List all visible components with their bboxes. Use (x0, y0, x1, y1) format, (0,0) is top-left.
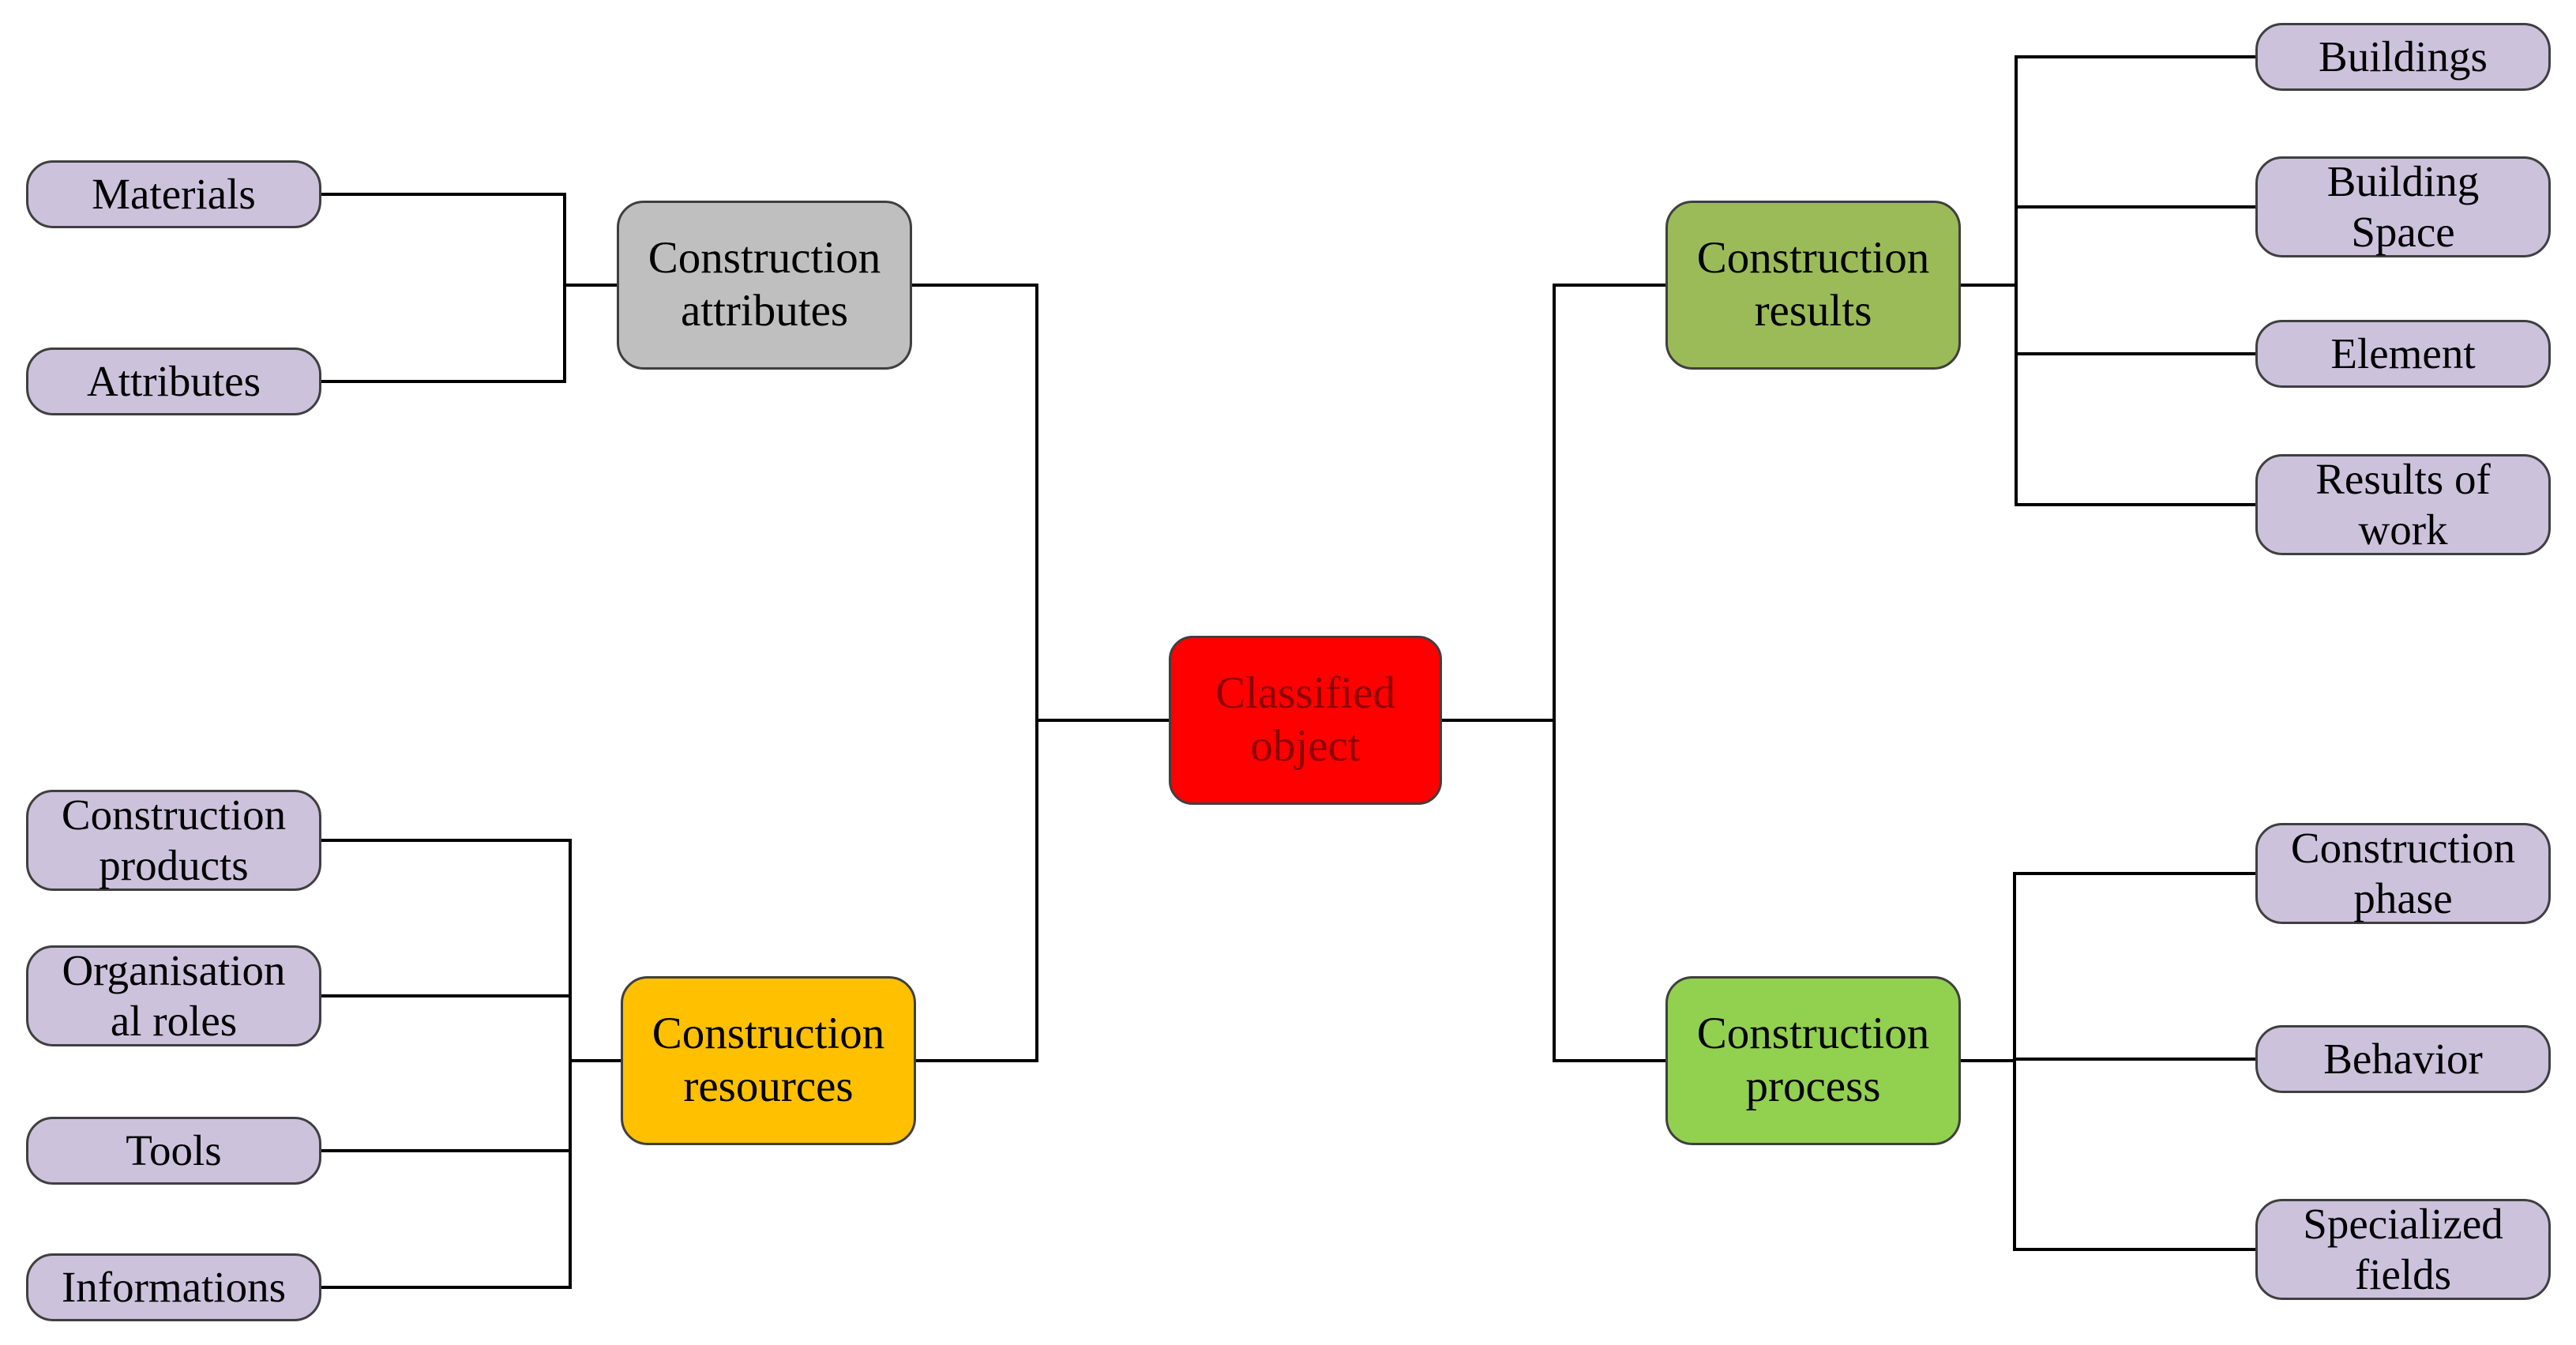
construction-phase-label: Construction phase (2290, 823, 2516, 922)
building-space-label: Building Space (2326, 156, 2480, 256)
behavior-node: Behavior (2255, 1025, 2551, 1093)
behavior-label: Behavior (2323, 1034, 2483, 1083)
construction-resources-node: Construction resources (621, 976, 916, 1145)
building-space-node: Building Space (2255, 156, 2551, 257)
construction-results-label: Construction results (1696, 233, 1930, 336)
classified-object-node: Classified object (1169, 636, 1442, 805)
tools-node: Tools (26, 1117, 321, 1185)
specialized-fields-label: Specialized fields (2303, 1199, 2503, 1298)
element-node: Element (2255, 320, 2551, 388)
results-of-work-node: Results of work (2255, 454, 2551, 555)
construction-attributes-label: Construction attributes (648, 233, 881, 336)
specialized-fields-node: Specialized fields (2255, 1199, 2551, 1300)
attributes-node: Attributes (26, 348, 321, 415)
construction-products-node: Construction products (26, 790, 321, 891)
construction-attributes-node: Construction attributes (617, 201, 912, 370)
materials-node: Materials (26, 160, 321, 228)
construction-process-node: Construction process (1665, 976, 1961, 1145)
informations-label: Informations (61, 1262, 287, 1311)
buildings-node: Buildings (2255, 23, 2551, 91)
materials-label: Materials (92, 169, 256, 218)
construction-process-label: Construction process (1696, 1009, 1930, 1111)
classified-object-label: Classified object (1215, 668, 1395, 771)
organisational-roles-node: Organisation al roles (26, 945, 321, 1046)
construction-phase-node: Construction phase (2255, 823, 2551, 924)
results-of-work-label: Results of work (2315, 454, 2491, 554)
construction-results-node: Construction results (1665, 201, 1961, 370)
buildings-label: Buildings (2319, 32, 2488, 81)
informations-node: Informations (26, 1253, 321, 1321)
construction-resources-label: Construction resources (652, 1009, 885, 1111)
tools-label: Tools (126, 1125, 222, 1174)
organisational-roles-label: Organisation al roles (62, 945, 286, 1045)
attributes-label: Attributes (87, 356, 261, 405)
construction-products-label: Construction products (61, 790, 287, 889)
element-label: Element (2330, 329, 2476, 378)
